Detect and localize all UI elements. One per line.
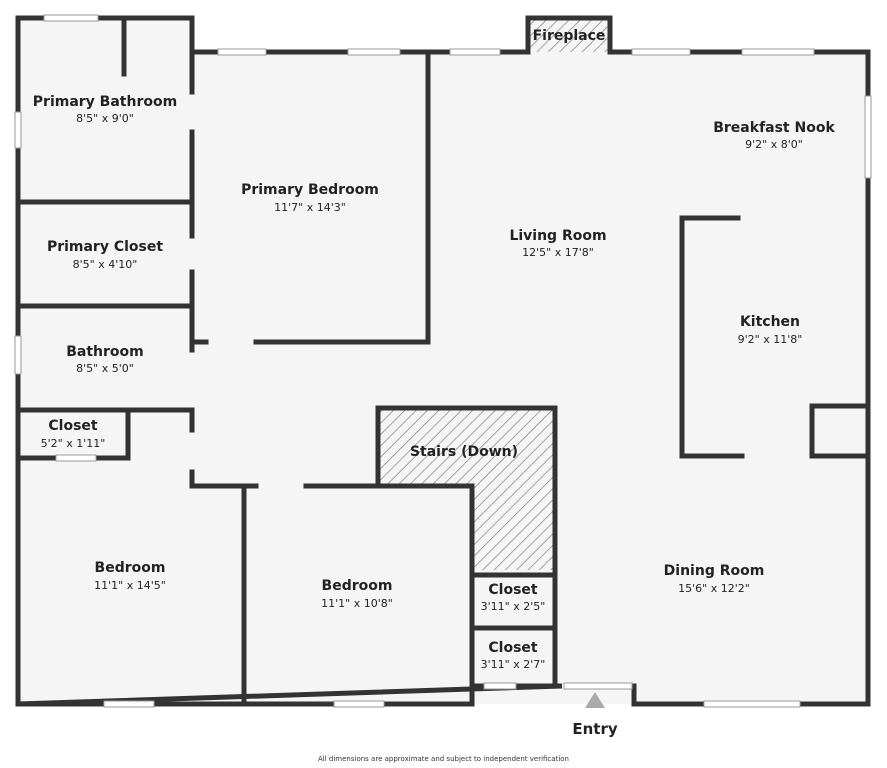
room-dim-bathroom: 8'5" x 5'0" — [76, 362, 134, 375]
room-name-bedroom-mid: Bedroom — [322, 578, 393, 594]
room-dim-closet-lower: 3'11" x 2'7" — [481, 658, 546, 671]
room-name-primary-closet: Primary Closet — [47, 239, 163, 255]
window — [741, 48, 815, 56]
wall-primary-bedroom — [189, 49, 431, 345]
floor-areas — [18, 18, 868, 704]
fireplace-label: Fireplace — [533, 28, 606, 44]
floor-main — [192, 52, 868, 704]
windows — [14, 14, 872, 708]
window — [864, 95, 872, 179]
room-name-primary-bathroom: Primary Bathroom — [33, 94, 177, 110]
room-dim-living-room: 12'5" x 17'8" — [522, 246, 594, 259]
wall-kitchen-pantry — [809, 403, 869, 459]
window — [103, 700, 155, 708]
wall-kitchen — [679, 215, 745, 459]
window — [217, 48, 267, 56]
room-name-primary-bedroom: Primary Bedroom — [241, 182, 379, 198]
stairs-area — [378, 408, 555, 570]
room-name-closet-lower: Closet — [488, 640, 538, 656]
room-name-dining-room: Dining Room — [664, 563, 765, 579]
room-name-bathroom: Bathroom — [66, 344, 144, 360]
window — [55, 454, 97, 462]
room-name-closet-upper: Closet — [488, 582, 538, 598]
room-dim-closet-upper: 3'11" x 2'5" — [481, 600, 546, 613]
wall-closet-divider — [469, 572, 558, 631]
entry-label: Entry — [572, 720, 617, 738]
window — [449, 48, 501, 56]
room-name-breakfast-nook: Breakfast Nook — [713, 120, 835, 136]
room-dim-bedroom-mid: 11'1" x 10'8" — [321, 597, 393, 610]
room-name-bedroom-left: Bedroom — [95, 560, 166, 576]
wall-bedroom-mid-top — [241, 483, 475, 689]
window — [333, 700, 385, 708]
window — [14, 335, 22, 375]
window — [631, 48, 691, 56]
room-dim-primary-closet: 8'5" x 4'10" — [73, 258, 138, 271]
window — [14, 111, 22, 149]
stairs-label: Stairs (Down) — [410, 444, 518, 460]
room-dim-bedroom-left: 11'1" x 14'5" — [94, 579, 166, 592]
window — [43, 14, 99, 22]
floor-fireplace — [528, 18, 610, 52]
entry-arrow-icon — [585, 692, 605, 708]
entry-threshold — [563, 682, 633, 690]
room-dim-dining-room: 15'6" x 12'2" — [678, 582, 750, 595]
room-dim-closet-small: 5'2" x 1'11" — [41, 437, 106, 450]
room-name-living-room: Living Room — [509, 228, 606, 244]
floor-left-wing — [18, 18, 192, 704]
wall-stairs — [375, 405, 558, 689]
room-dim-breakfast-nook: 9'2" x 8'0" — [745, 138, 803, 151]
window — [483, 682, 517, 690]
room-dim-primary-bathroom: 8'5" x 9'0" — [76, 112, 134, 125]
window — [347, 48, 401, 56]
room-dim-primary-bedroom: 11'7" x 14'3" — [274, 201, 346, 214]
window — [703, 700, 801, 708]
labels: Fireplace Primary Bathroom 8'5" x 9'0" P… — [33, 28, 836, 738]
disclaimer-text: All dimensions are approximate and subje… — [318, 755, 569, 763]
wall-closet-small — [15, 407, 131, 461]
room-name-closet-small: Closet — [48, 418, 98, 434]
room-dim-kitchen: 9'2" x 11'8" — [738, 333, 803, 346]
room-name-kitchen: Kitchen — [740, 314, 800, 330]
